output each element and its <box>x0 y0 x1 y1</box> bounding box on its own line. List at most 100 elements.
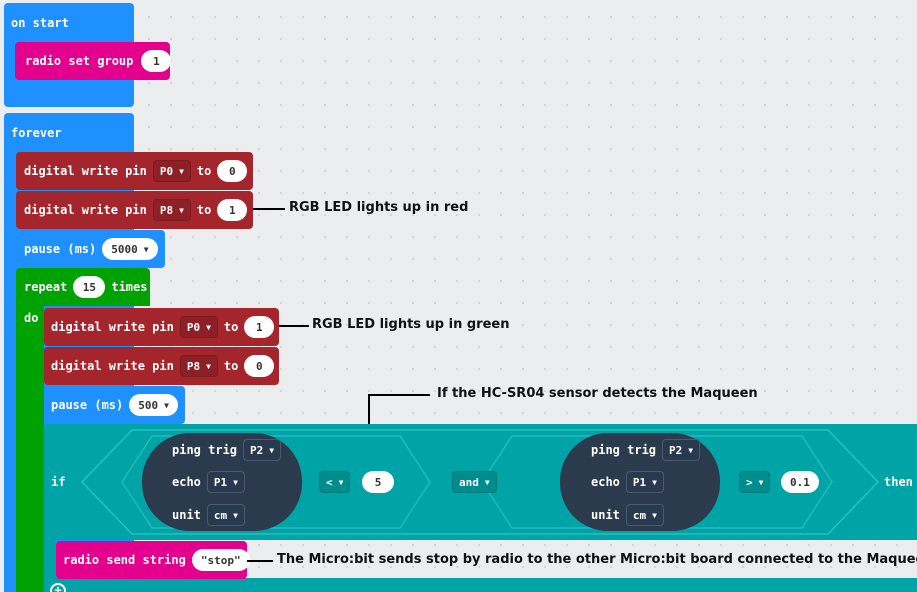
unit-value: cm <box>213 508 228 522</box>
chevron-down-icon: ▼ <box>206 361 211 371</box>
if-footer <box>44 578 917 592</box>
write-value[interactable]: 0 <box>217 160 248 182</box>
echo-pin-dropdown[interactable]: P1 ▼ <box>625 471 664 493</box>
repeat-count[interactable]: 15 <box>73 276 106 298</box>
inner-pause-block[interactable]: pause (ms) 500 ▼ <box>44 386 185 424</box>
repeat-label: repeat <box>24 280 68 294</box>
to-label: to <box>196 164 212 178</box>
write-value[interactable]: 1 <box>244 316 275 338</box>
pin-dropdown[interactable]: P0 ▼ <box>179 316 218 338</box>
pause-value: 5000 <box>111 242 138 256</box>
pause-value: 500 <box>138 398 159 412</box>
to-label: to <box>223 320 239 334</box>
and-value: and <box>459 475 479 489</box>
do-label: do <box>24 311 39 325</box>
pin-dropdown[interactable]: P8 ▼ <box>179 355 218 377</box>
ping-left-row1: ping trig P2 ▼ <box>172 439 282 461</box>
unit-dropdown[interactable]: cm ▼ <box>206 504 245 526</box>
add-icon[interactable]: + <box>50 583 66 592</box>
digital-write-label: digital write pin <box>51 359 174 373</box>
pin-dropdown[interactable]: P0 ▼ <box>152 160 191 182</box>
chevron-down-icon: ▼ <box>143 244 149 254</box>
echo-label: echo <box>172 475 201 489</box>
ping-right-row2: echo P1 ▼ <box>591 471 664 493</box>
ping-right-row3: unit cm ▼ <box>591 504 664 526</box>
compare-op-left-dropdown[interactable]: < ▼ <box>319 471 351 493</box>
digital-write-pin-p8-block[interactable]: digital write pin P8 ▼ to 1 <box>16 191 253 229</box>
digital-write-label: digital write pin <box>24 164 147 178</box>
inner-digital-write-p0-block[interactable]: digital write pin P0 ▼ to 1 <box>44 308 279 346</box>
unit-label: unit <box>591 508 620 522</box>
forever-rail <box>4 150 16 592</box>
on-start-label: on start <box>11 16 69 30</box>
echo-pin-dropdown[interactable]: P1 ▼ <box>206 471 245 493</box>
radio-set-group-label: radio set group <box>25 54 134 68</box>
annotation-green: RGB LED lights up in green <box>312 317 510 332</box>
pin-value: P0 <box>186 320 201 334</box>
chevron-down-icon: ▼ <box>206 322 211 332</box>
compare-op-right-dropdown[interactable]: > ▼ <box>739 471 771 493</box>
write-value[interactable]: 0 <box>244 355 275 377</box>
unit-label: unit <box>172 508 201 522</box>
ping-trig-label: ping trig <box>172 443 238 457</box>
add-glyph: + <box>54 583 62 592</box>
digital-write-label: digital write pin <box>24 203 147 217</box>
ping-trig-label: ping trig <box>591 443 657 457</box>
chevron-down-icon: ▼ <box>179 166 184 176</box>
compare-value-left[interactable]: 5 <box>362 471 394 493</box>
pause-value-dropdown[interactable]: 500 ▼ <box>129 394 178 416</box>
chevron-down-icon: ▼ <box>233 510 238 520</box>
repeat-header: repeat 15 times <box>24 268 147 306</box>
echo-pin-value: P1 <box>213 475 228 489</box>
radio-send-label: radio send string <box>63 553 186 567</box>
annotation-send: The Micro:bit sends stop by radio to the… <box>277 552 917 567</box>
chevron-down-icon: ▼ <box>338 477 344 487</box>
chevron-down-icon: ▼ <box>233 477 238 487</box>
pause-block[interactable]: pause (ms) 5000 ▼ <box>16 230 165 268</box>
radio-send-value[interactable]: "stop" <box>191 549 250 571</box>
ping-right-row1: ping trig P2 ▼ <box>591 439 701 461</box>
ping-left-row3: unit cm ▼ <box>172 504 245 526</box>
write-value[interactable]: 1 <box>217 199 248 221</box>
ping-left-row2: echo P1 ▼ <box>172 471 245 493</box>
annotation-line-send <box>247 560 273 562</box>
annotation-detect: If the HC-SR04 sensor detects the Maquee… <box>437 386 758 401</box>
to-label: to <box>223 359 239 373</box>
if-label: if <box>51 475 66 489</box>
pin-value: P8 <box>159 203 174 217</box>
echo-label: echo <box>591 475 620 489</box>
trig-pin-value: P2 <box>250 443 264 457</box>
trig-pin-dropdown[interactable]: P2 ▼ <box>243 439 282 461</box>
trig-pin-dropdown[interactable]: P2 ▼ <box>662 439 701 461</box>
chevron-down-icon: ▼ <box>484 477 490 487</box>
digital-write-pin-p0-block[interactable]: digital write pin P0 ▼ to 0 <box>16 152 253 190</box>
annotation-line-green <box>279 325 309 327</box>
inner-digital-write-p8-block[interactable]: digital write pin P8 ▼ to 0 <box>44 347 279 385</box>
to-label: to <box>196 203 212 217</box>
chevron-down-icon: ▼ <box>269 445 275 455</box>
logic-and-dropdown[interactable]: and ▼ <box>452 471 497 493</box>
forever-label: forever <box>11 126 62 140</box>
pause-value-dropdown[interactable]: 5000 ▼ <box>102 238 158 260</box>
chevron-down-icon: ▼ <box>758 477 764 487</box>
compare-op-value: < <box>326 475 333 489</box>
pause-label: pause (ms) <box>24 242 97 256</box>
radio-set-group-block[interactable]: radio set group 1 <box>15 42 172 80</box>
echo-pin-value: P1 <box>632 475 647 489</box>
annotation-red: RGB LED lights up in red <box>289 200 469 215</box>
chevron-down-icon: ▼ <box>688 445 694 455</box>
annotation-line-red <box>253 208 285 210</box>
pin-dropdown[interactable]: P8 ▼ <box>152 199 191 221</box>
radio-group-value[interactable]: 1 <box>141 50 172 72</box>
trig-pin-value: P2 <box>669 443 683 457</box>
unit-dropdown[interactable]: cm ▼ <box>625 504 664 526</box>
repeat-rail <box>16 305 44 592</box>
compare-value-right[interactable]: 0.1 <box>781 471 819 493</box>
pin-value: P8 <box>186 359 201 373</box>
annotation-line-detect-h <box>368 394 430 396</box>
radio-send-string-block[interactable]: radio send string "stop" <box>56 541 250 579</box>
pin-value: P0 <box>159 164 174 178</box>
chevron-down-icon: ▼ <box>652 477 657 487</box>
digital-write-label: digital write pin <box>51 320 174 334</box>
then-label: then <box>884 475 913 489</box>
